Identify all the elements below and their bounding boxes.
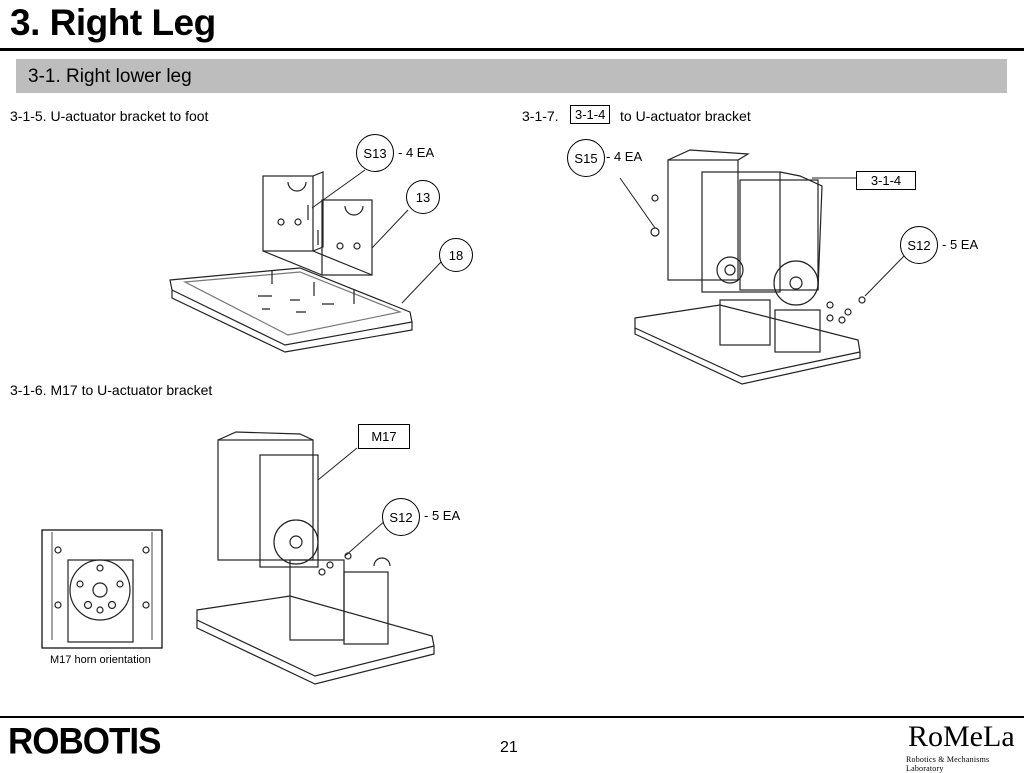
callout-3-1-4-box: 3-1-4 [856, 171, 916, 190]
step-label-3-1-6: 3-1-6. M17 to U-actuator bracket [10, 382, 213, 398]
callout-s12-top-qty: - 5 EA [942, 237, 979, 252]
step-label-3-1-7-box: 3-1-4 [570, 105, 611, 124]
callout-m17-box: M17 [358, 424, 410, 449]
m17-assembly-drawing [196, 431, 435, 685]
step-label-3-1-5: 3-1-5. U-actuator bracket to foot [10, 108, 209, 124]
step-label-3-1-7-suffix: to U-actuator bracket [620, 108, 751, 124]
callout-18: 18 [439, 238, 473, 272]
horn-caption: M17 horn orientation [50, 654, 151, 666]
u-actuator-assembly-drawing [619, 149, 906, 385]
footer-rule [0, 716, 1024, 718]
robotis-logo: ROBOTIS [8, 721, 161, 762]
romela-logo-subtitle: Robotics & Mechanisms Laboratory [906, 755, 990, 773]
callout-13: 13 [406, 180, 440, 214]
foot-bracket-drawing [169, 169, 442, 353]
callout-s13-qty: - 4 EA [398, 145, 435, 160]
romela-logo: RoMeLa [908, 720, 1015, 753]
callout-s15: S15 [567, 139, 605, 177]
callout-s12-bottom-qty: - 5 EA [424, 508, 461, 523]
horn-orientation-inset [41, 529, 163, 649]
page-number: 21 [500, 739, 518, 756]
title-rule [0, 48, 1024, 51]
step-label-3-1-7-prefix: 3-1-7. [522, 108, 559, 124]
section-title: 3-1. Right lower leg [28, 66, 192, 87]
callout-s12-bottom: S12 [382, 498, 420, 536]
page-title: 3. Right Leg [10, 2, 216, 43]
callout-s13: S13 [356, 134, 394, 172]
section-bar [16, 59, 1007, 93]
callout-s12-top: S12 [900, 226, 938, 264]
callout-s15-qty: - 4 EA [606, 149, 643, 164]
